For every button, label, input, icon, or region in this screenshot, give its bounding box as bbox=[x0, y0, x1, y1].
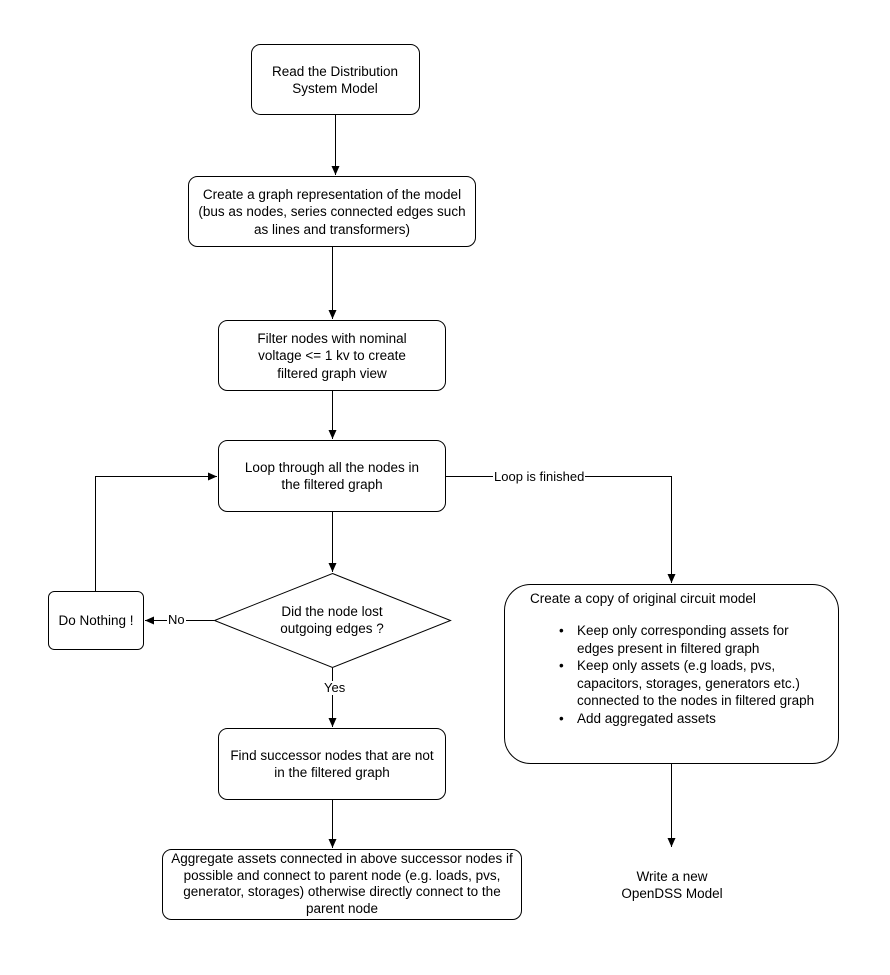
loop-nodes-label: Loop through all the nodes in the filter… bbox=[244, 459, 420, 493]
filter-nodes-label: Filter nodes with nominal voltage <= 1 k… bbox=[257, 330, 407, 381]
edge-do-nothing-to-loop bbox=[95, 472, 217, 591]
loop-finished-label: Loop is finished bbox=[493, 469, 586, 484]
create-graph-box bbox=[188, 176, 476, 247]
copy-model-content: Create a copy of original circuit model … bbox=[530, 590, 830, 760]
read-model-box bbox=[251, 44, 420, 115]
find-successors-label: Find successor nodes that are not in the… bbox=[230, 747, 434, 781]
copy-model-bullet: Add aggregated assets bbox=[559, 710, 827, 728]
copy-model-bullet: Keep only corresponding assets for edges… bbox=[559, 622, 809, 657]
copy-model-bullet: Keep only assets (e.g loads, pvs, capaci… bbox=[559, 657, 827, 710]
copy-model-bullets: Keep only corresponding assets for edges… bbox=[559, 622, 827, 728]
aggregate-label: Aggregate assets connected in above succ… bbox=[171, 851, 513, 916]
create-graph-label: Create a graph representation of the mod… bbox=[198, 186, 466, 237]
filter-nodes-box bbox=[218, 320, 446, 391]
do-nothing-label: Do Nothing ! bbox=[58, 613, 134, 629]
write-model-label: Write a new OpenDSS Model bbox=[621, 868, 723, 902]
aggregate-box bbox=[162, 849, 522, 920]
no-label: No bbox=[167, 612, 186, 627]
find-successors-box bbox=[218, 728, 446, 800]
edge-loop-finished bbox=[446, 476, 676, 583]
loop-nodes-box bbox=[218, 440, 446, 512]
decision-label: Did the node lost outgoing edges ? bbox=[280, 603, 384, 637]
do-nothing-box bbox=[48, 591, 144, 650]
copy-model-title: Create a copy of original circuit model bbox=[530, 591, 756, 606]
decision-diamond bbox=[213, 572, 452, 669]
yes-label: Yes bbox=[323, 680, 347, 695]
read-model-label: Read the Distribution System Model bbox=[271, 63, 399, 97]
